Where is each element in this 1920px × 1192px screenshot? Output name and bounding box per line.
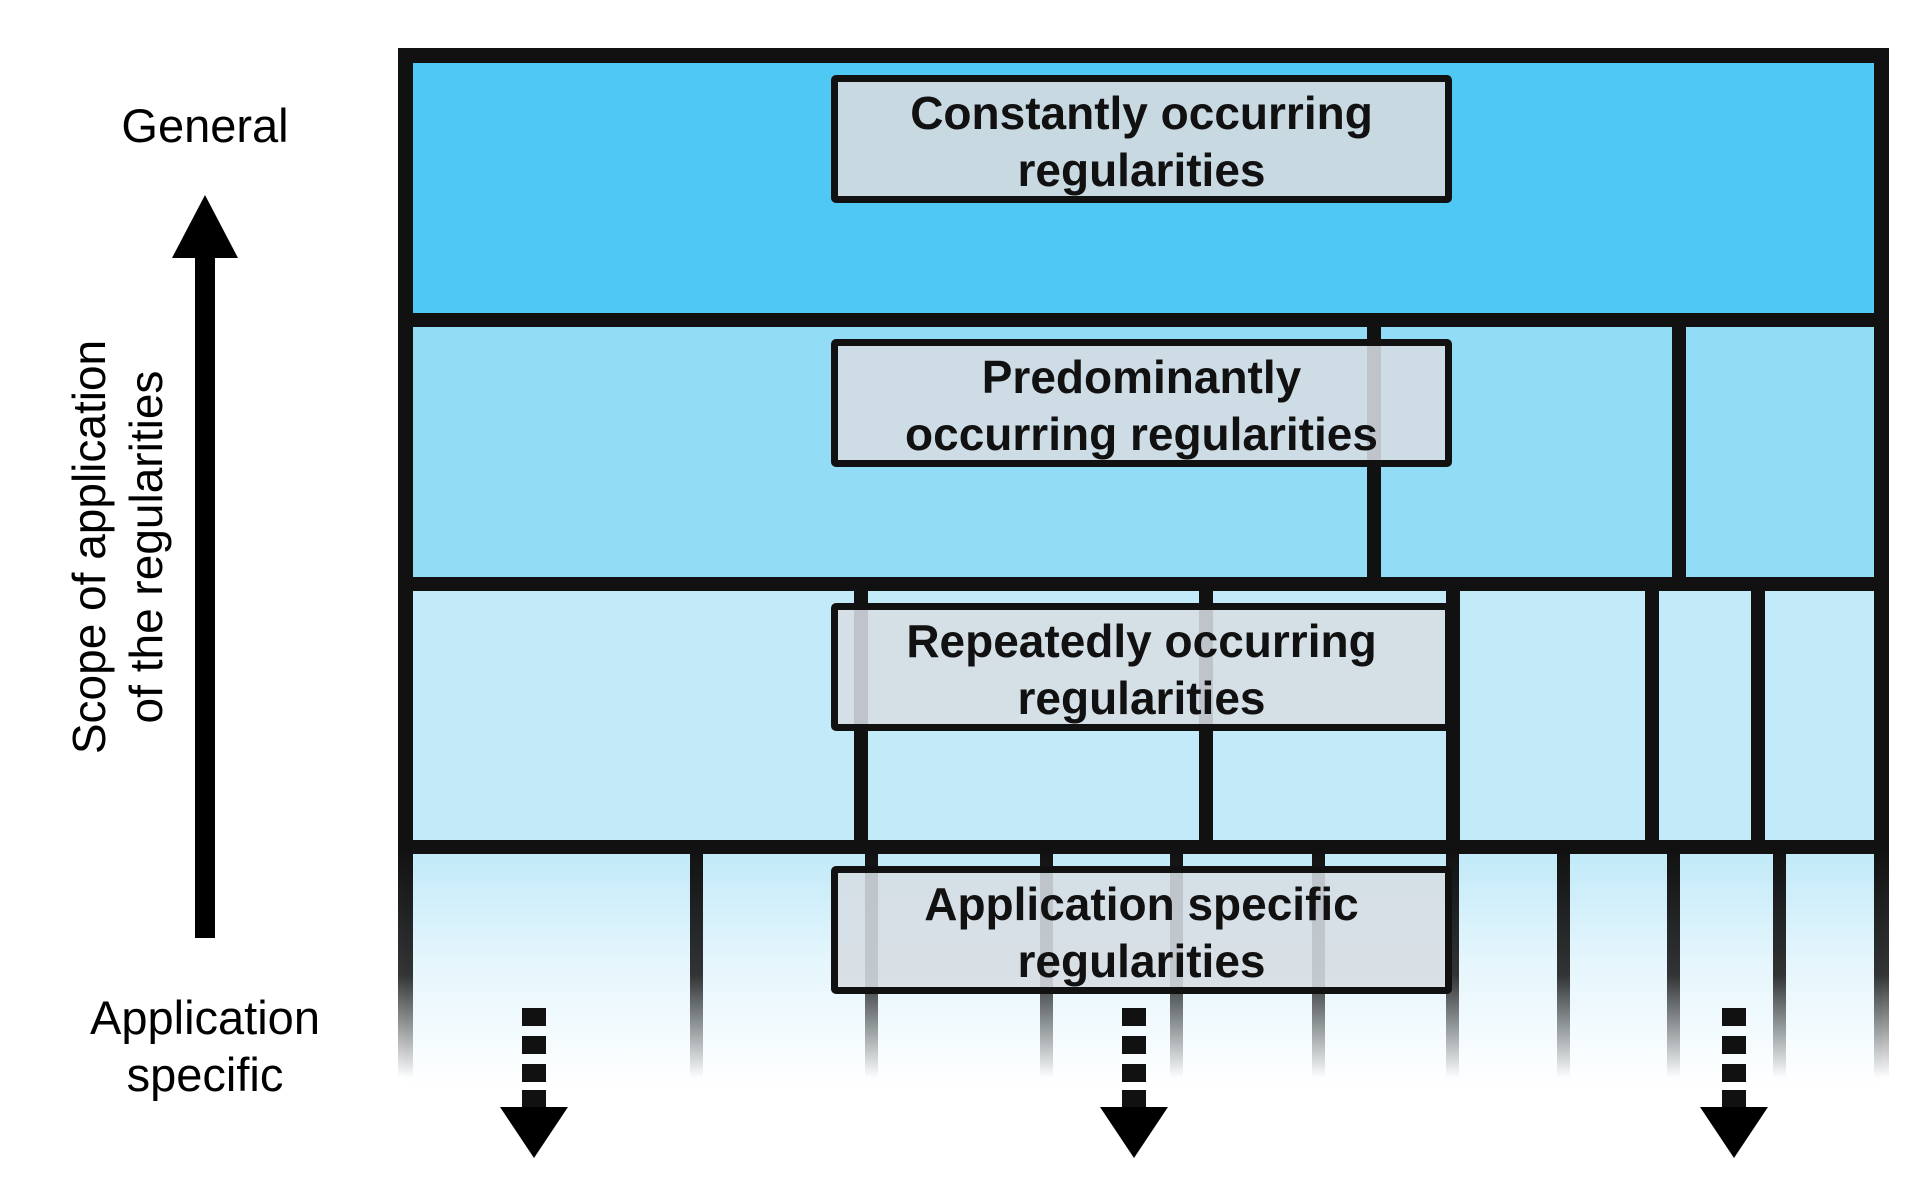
level-4-divider xyxy=(1874,848,1889,1078)
arrow-up-icon xyxy=(172,195,238,938)
axis-title: Scope of application of the regularities xyxy=(61,267,175,827)
level-3-line-2: regularities xyxy=(1017,672,1266,724)
level-4-divider xyxy=(1557,848,1570,1078)
frame-top xyxy=(398,48,1889,63)
level-4-divider xyxy=(1773,848,1786,1078)
level-3-line-1: Repeatedly occurring xyxy=(906,615,1377,667)
level-1-box: Constantly occurring regularities xyxy=(831,75,1452,203)
level-4-divider xyxy=(690,848,703,1078)
application-label: Application xyxy=(90,991,320,1044)
divider-2 xyxy=(398,577,1889,591)
level-3-box: Repeatedly occurring regularities xyxy=(831,603,1452,731)
level-1-line-2: regularities xyxy=(1017,144,1266,196)
level-2-line-2: occurring regularities xyxy=(905,408,1378,460)
level-4-divider xyxy=(398,848,413,1078)
level-3-divider xyxy=(1645,584,1659,847)
level-4-line-1: Application specific xyxy=(924,878,1359,930)
specific-label: specific xyxy=(126,1048,284,1101)
general-label: General xyxy=(121,99,289,152)
dashed-arrow-down-icon xyxy=(1700,1008,1768,1158)
level-2-box: Predominantly occurring regularities xyxy=(831,339,1452,467)
frame-right xyxy=(1874,48,1889,854)
dashed-arrow-down-icon xyxy=(500,1008,568,1158)
level-4-box: Application specific regularities xyxy=(831,866,1452,994)
level-3-divider xyxy=(1751,584,1765,847)
frame-left xyxy=(398,48,413,854)
dashed-arrow-down-icon xyxy=(1100,1008,1168,1158)
level-4-divider xyxy=(1667,848,1680,1078)
level-1-line-1: Constantly occurring xyxy=(910,87,1373,139)
divider-1 xyxy=(398,313,1889,327)
divider-3 xyxy=(398,840,1889,854)
level-4-line-2: regularities xyxy=(1017,935,1266,987)
level-2-divider xyxy=(1672,320,1686,583)
axis-title-line-2: of the regularities xyxy=(120,370,172,724)
axis-title-line-1: Scope of application xyxy=(63,339,115,755)
level-2-line-1: Predominantly xyxy=(981,351,1302,403)
